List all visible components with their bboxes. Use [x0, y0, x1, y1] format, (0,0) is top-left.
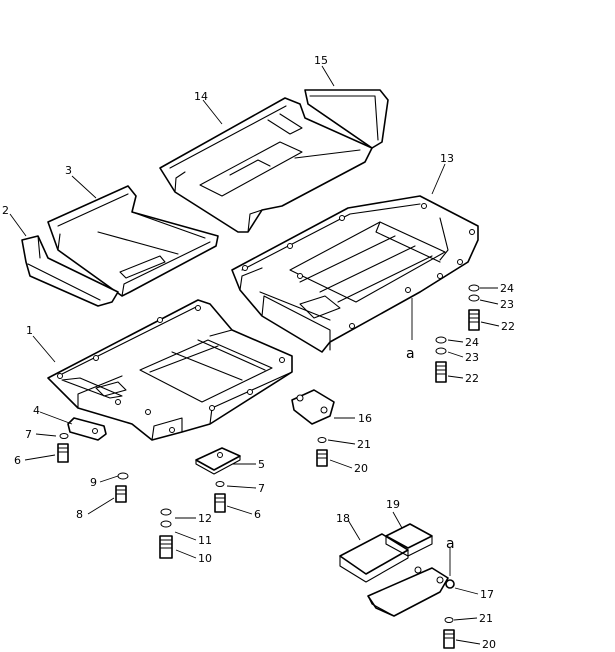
part-2-side-strip [21, 235, 119, 307]
label-8: 8 [76, 508, 83, 521]
label-23a: 23 [500, 298, 514, 311]
label-22b: 22 [465, 372, 479, 385]
label-12: 12 [198, 512, 212, 525]
part-14-upper-cover [159, 97, 373, 233]
ref-a-lower: a [446, 536, 455, 552]
part-15-corner-cover [304, 89, 389, 149]
label-22a: 22 [501, 320, 515, 333]
part-18-plate [339, 533, 409, 583]
part-17-bracket-plate [367, 566, 449, 617]
label-20b: 20 [482, 638, 496, 651]
label-24a: 24 [500, 282, 514, 295]
label-13: 13 [440, 152, 454, 165]
label-24b: 24 [465, 336, 479, 349]
label-7a: 7 [25, 428, 32, 441]
label-1: 1 [26, 324, 33, 337]
label-19: 19 [386, 498, 400, 511]
ref-a-upper: a [406, 346, 415, 362]
part-1-main-guard [47, 299, 293, 441]
part-5-plate [195, 447, 241, 475]
part-labels: 1 2 3 14 15 13 4 7 6 9 8 12 11 10 5 7 6 … [2, 54, 515, 651]
label-21a: 21 [357, 438, 371, 451]
label-7b: 7 [258, 482, 265, 495]
label-3: 3 [65, 164, 72, 177]
label-6a: 6 [14, 454, 21, 467]
label-6b: 6 [254, 508, 261, 521]
label-20a: 20 [354, 462, 368, 475]
label-2: 2 [2, 204, 9, 217]
label-4: 4 [33, 404, 40, 417]
label-17: 17 [480, 588, 494, 601]
label-18: 18 [336, 512, 350, 525]
label-5: 5 [258, 458, 265, 471]
part-3-middle-cover [47, 185, 219, 297]
label-9: 9 [90, 476, 97, 489]
label-10: 10 [198, 552, 212, 565]
leader-lines [9, 65, 500, 645]
label-15: 15 [314, 54, 328, 67]
label-11: 11 [198, 534, 212, 547]
part-4-bracket [67, 417, 107, 441]
part-16-plate [291, 389, 335, 425]
label-16: 16 [358, 412, 372, 425]
part-13-main-guard [231, 195, 479, 353]
label-14: 14 [194, 90, 208, 103]
label-23b: 23 [465, 351, 479, 364]
fastener-set [57, 284, 480, 649]
label-21b: 21 [479, 612, 493, 625]
